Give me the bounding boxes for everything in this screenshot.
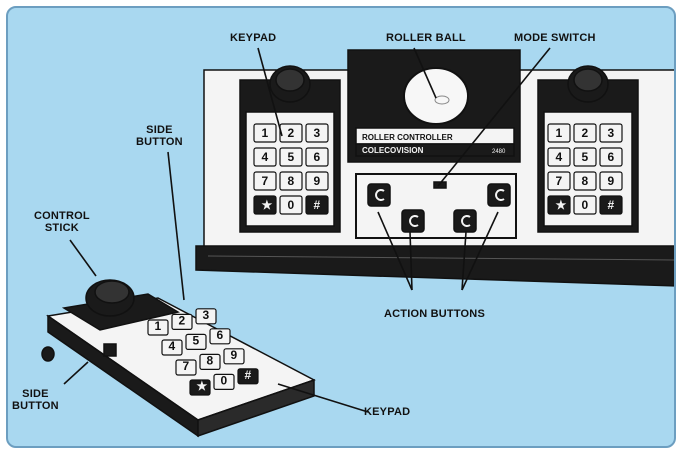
label-keypad-top: KEYPAD: [230, 32, 276, 44]
keypad-key-label: 3: [608, 126, 615, 140]
label-control-stick-line1: CONTROL: [34, 210, 90, 222]
keypad-key-label: 2: [582, 126, 589, 140]
side-button-left: [42, 347, 54, 361]
label-side-button-top-line1: SIDE: [136, 124, 183, 136]
label-side-button-bottom-line2: BUTTON: [12, 400, 59, 412]
keypad-key-label: #: [245, 368, 252, 382]
keypad-key-label: 1: [262, 126, 269, 140]
keypad-key-label: 5: [582, 150, 589, 164]
diagram-panel: 1 2 3 4 5 6 7 8 9 ★ 0 # 1 2 3 4 5 6 7 8 9 ★ 0 # 1 2 3 4 5 6 7 8 9 ★ 0 #: [6, 6, 676, 448]
keypad-key-label: 8: [582, 174, 589, 188]
keypad-key-label: 9: [314, 174, 321, 188]
keypad-key-label: 0: [288, 198, 295, 212]
keypad-key-label: 7: [556, 174, 563, 188]
keypad-key-label: 4: [262, 150, 269, 164]
keypad-key-label: 4: [556, 150, 563, 164]
keypad-key-label: 5: [193, 333, 200, 347]
label-side-button-bottom-line1: SIDE: [12, 388, 59, 400]
keypad-key-label: #: [608, 198, 615, 212]
label-side-button-bottom: SIDE BUTTON: [12, 388, 59, 412]
keypad-key-label: 2: [288, 126, 295, 140]
keypad-key-label: 4: [169, 339, 176, 353]
keypad-key-label: 1: [155, 319, 162, 333]
keypad-key-label: 6: [314, 150, 321, 164]
label-roller-ball: ROLLER BALL: [386, 32, 466, 44]
label-control-stick: CONTROL STICK: [34, 210, 90, 234]
roller-ball: [404, 68, 468, 124]
side-button-right: [104, 344, 116, 356]
keypad-key-label: ★: [262, 198, 273, 212]
keypad-key-label: 6: [608, 150, 615, 164]
label-keypad-bottom: KEYPAD: [364, 406, 410, 418]
keypad-key-label: ★: [556, 198, 567, 212]
hand-controller: [42, 280, 314, 436]
keypad-key-label: 3: [203, 308, 210, 322]
keypad-key-label: 7: [262, 174, 269, 188]
label-action-buttons: ACTION BUTTONS: [384, 308, 485, 320]
controller-illustration: 1 2 3 4 5 6 7 8 9 ★ 0 # 1 2 3 4 5 6 7 8 9 ★ 0 # 1 2 3 4 5 6 7 8 9 ★ 0 #: [8, 8, 676, 448]
label-side-button-top: SIDE BUTTON: [136, 124, 183, 148]
keypad-key-label: 8: [288, 174, 295, 188]
label-side-button-top-line2: BUTTON: [136, 136, 183, 148]
label-control-stick-line2: STICK: [34, 222, 90, 234]
keypad-key-label: 9: [608, 174, 615, 188]
keypad-key-label: #: [314, 198, 321, 212]
keypad-key-label: 2: [179, 313, 186, 327]
keypad-key-label: 6: [217, 328, 224, 342]
keypad-key-label: 0: [582, 198, 589, 212]
keypad-key-label: 9: [231, 348, 238, 362]
keypad-key-label: 8: [207, 353, 214, 367]
label-mode-switch: MODE SWITCH: [514, 32, 596, 44]
brand-text: COLECOVISION: [362, 146, 424, 155]
model-text: 2480: [492, 149, 506, 155]
keypad-key-label: 0: [221, 373, 228, 387]
keypad-key-label: 5: [288, 150, 295, 164]
keypad-key-label: 1: [556, 126, 563, 140]
keypad-key-label: ★: [197, 379, 208, 393]
keypad-key-label: 3: [314, 126, 321, 140]
roller-controller-text: ROLLER CONTROLLER: [362, 133, 453, 142]
keypad-key-label: 7: [183, 359, 190, 373]
